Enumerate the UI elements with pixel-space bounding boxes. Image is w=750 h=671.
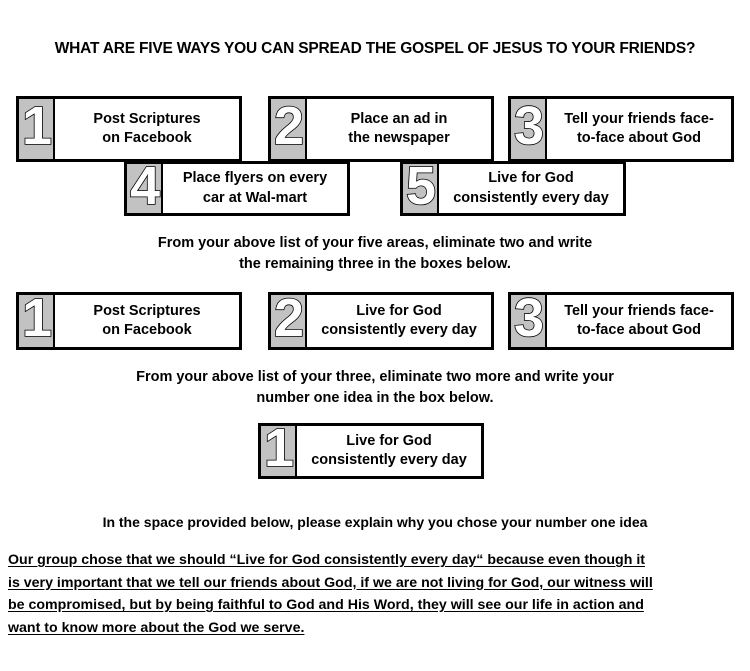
answer-line-2: the newspaper: [348, 130, 450, 146]
answer-line-1: Tell your friends face-: [564, 302, 714, 319]
final-answer-text: Live for God consistently every day: [297, 426, 481, 476]
answer-box-text: Tell your friends face- to-face about Go…: [547, 99, 731, 159]
answer-box-5[interactable]: 5 Live for God consistently every day: [400, 161, 626, 216]
shortlist-box-text: Post Scriptures on Facebook: [55, 295, 239, 347]
answer-line-1: Live for God: [346, 432, 432, 449]
number-badge-2: 2: [271, 99, 307, 159]
response-line-4: want to know more about the God we serve…: [8, 619, 305, 636]
answer-line-1: Tell your friends face-: [564, 110, 714, 127]
answer-box-3[interactable]: 3 Tell your friends face- to-face about …: [508, 96, 734, 162]
instruction-two-line-2: number one idea in the box below.: [256, 389, 494, 406]
answer-box-text: Place an ad in the newspaper: [307, 99, 491, 159]
answer-box-text: Live for God consistently every day: [439, 164, 623, 213]
response-line-3: be compromised, but by being faithful to…: [8, 597, 644, 613]
answer-line-1: Place an ad in: [350, 110, 448, 127]
number-badge-5: 5: [403, 164, 439, 213]
answer-line-2: consistently every day: [453, 189, 609, 206]
number-badge-1: 1: [261, 426, 297, 476]
instruction-one-line-1: From your above list of your five areas,…: [157, 235, 593, 251]
shortlist-box-3[interactable]: 3 Tell your friends face- to-face about …: [508, 292, 734, 350]
number-badge-3: 3: [511, 99, 547, 159]
numeral-glyph: 5: [406, 164, 435, 213]
instruction-one: From your above list of your five areas,…: [0, 233, 750, 274]
numeral-glyph: 1: [22, 295, 51, 347]
number-badge-1: 1: [19, 99, 55, 159]
answer-line-1: Post Scriptures: [93, 110, 201, 127]
answer-line-2: to-face about God: [576, 322, 702, 338]
answer-line-2: consistently every day: [321, 322, 477, 338]
answer-box-2[interactable]: 2 Place an ad in the newspaper: [268, 96, 494, 162]
numeral-glyph: 1: [264, 426, 293, 476]
final-answer-box[interactable]: 1 Live for God consistently every day: [258, 423, 484, 479]
numeral-glyph: 3: [514, 99, 543, 156]
answer-line-2: consistently every day: [311, 452, 467, 468]
shortlist-box-text: Live for God consistently every day: [307, 295, 491, 347]
number-badge-2: 2: [271, 295, 307, 347]
number-badge-4: 4: [127, 164, 163, 213]
answer-line-1: Post Scriptures: [93, 302, 201, 319]
explain-prompt: In the space provided below, please expl…: [102, 514, 648, 530]
numeral-glyph: 4: [130, 164, 160, 213]
response-line-1: Our group chose that we should “Live for…: [8, 552, 645, 568]
number-badge-3: 3: [511, 295, 547, 347]
instruction-one-line-2: the remaining three in the boxes below.: [239, 255, 511, 272]
shortlist-box-text: Tell your friends face- to-face about Go…: [547, 295, 731, 347]
numeral-glyph: 2: [274, 99, 302, 156]
shortlist-box-1[interactable]: 1 Post Scriptures on Facebook: [16, 292, 242, 350]
instruction-two-line-1: From your above list of your three, elim…: [136, 369, 614, 385]
answer-box-text: Post Scriptures on Facebook: [55, 99, 239, 159]
answer-line-1: Live for God: [488, 170, 574, 187]
answer-line-1: Live for God: [356, 302, 442, 319]
answer-line-2: on Facebook: [102, 130, 192, 146]
page-title: WHAT ARE FIVE WAYS YOU CAN SPREAD THE GO…: [54, 40, 696, 57]
answer-box-1[interactable]: 1 Post Scriptures on Facebook: [16, 96, 242, 162]
answer-box-text: Place flyers on every car at Wal-mart: [163, 164, 347, 213]
instruction-two: From your above list of your three, elim…: [0, 367, 750, 408]
answer-line-2: to-face about God: [576, 130, 702, 146]
shortlist-box-2[interactable]: 2 Live for God consistently every day: [268, 292, 494, 350]
response-text[interactable]: Our group chose that we should “Live for…: [8, 549, 744, 639]
numeral-glyph: 2: [274, 295, 302, 347]
answer-line-2: car at Wal-mart: [202, 189, 308, 206]
numeral-glyph: 1: [22, 99, 51, 156]
number-badge-1: 1: [19, 295, 55, 347]
answer-box-4[interactable]: 4 Place flyers on every car at Wal-mart: [124, 161, 350, 216]
answer-line-1: Place flyers on every: [182, 170, 328, 187]
numeral-glyph: 3: [514, 295, 543, 347]
answer-line-2: on Facebook: [102, 322, 192, 338]
response-line-2: is very important that we tell our frien…: [8, 574, 653, 591]
